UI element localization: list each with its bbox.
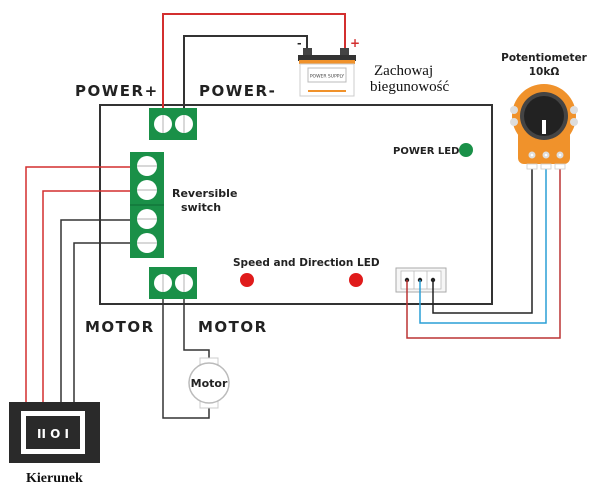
potentiometer-connector bbox=[395, 267, 447, 293]
power-led bbox=[459, 143, 473, 157]
power-plus-label: POWER+ bbox=[75, 82, 159, 100]
potentiometer-title: Potentiometer bbox=[501, 52, 588, 64]
polarity-note-line1: Zachowaj bbox=[374, 63, 433, 79]
speed-direction-led-label: Speed and Direction LED bbox=[233, 257, 380, 269]
switch-caption: Kierunek bbox=[26, 471, 83, 486]
direction-switch[interactable]: II O I bbox=[9, 402, 100, 463]
reversible-switch-label-line1: Reversible bbox=[172, 187, 237, 200]
motor-label-left: MOTOR bbox=[85, 318, 155, 336]
potentiometer-value: 10kΩ bbox=[529, 66, 560, 78]
power-minus-label: POWER- bbox=[199, 82, 276, 100]
potentiometer-icon[interactable] bbox=[510, 84, 578, 170]
reversible-switch-label-line2: switch bbox=[181, 201, 221, 214]
motor-terminal-block bbox=[149, 267, 197, 299]
pot-wire-red bbox=[406, 168, 561, 339]
power-terminal-block bbox=[149, 108, 197, 140]
speed-led-1 bbox=[240, 273, 254, 287]
pot-wire-blue bbox=[419, 168, 547, 324]
speed-led-2 bbox=[349, 273, 363, 287]
motor-body-label: Motor bbox=[191, 377, 228, 390]
switch-wire-1 bbox=[25, 166, 130, 402]
power-minus-wire bbox=[183, 35, 308, 112]
motor-wire-2 bbox=[183, 299, 210, 360]
battery-minus-sign: - bbox=[297, 37, 302, 50]
power-plus-wire bbox=[162, 13, 346, 112]
motor-icon: Motor bbox=[188, 357, 230, 409]
battery-plus-sign: + bbox=[350, 36, 360, 50]
switch-wire-3 bbox=[60, 219, 130, 402]
motor-wire-1 bbox=[162, 299, 210, 419]
pot-wire-black bbox=[432, 168, 533, 314]
power-led-label: POWER LED bbox=[393, 146, 459, 157]
reversible-switch-terminal bbox=[130, 152, 164, 258]
polarity-note-line2: biegunowość bbox=[370, 79, 449, 95]
motor-label-right: MOTOR bbox=[198, 318, 268, 336]
switch-wire-2 bbox=[42, 190, 130, 402]
battery-label: POWER SUPPLY bbox=[310, 74, 345, 80]
switch-symbol: II O I bbox=[37, 427, 69, 441]
battery-icon: POWER SUPPLY bbox=[298, 48, 356, 97]
controller-board bbox=[99, 104, 493, 305]
switch-wire-4 bbox=[73, 242, 130, 402]
